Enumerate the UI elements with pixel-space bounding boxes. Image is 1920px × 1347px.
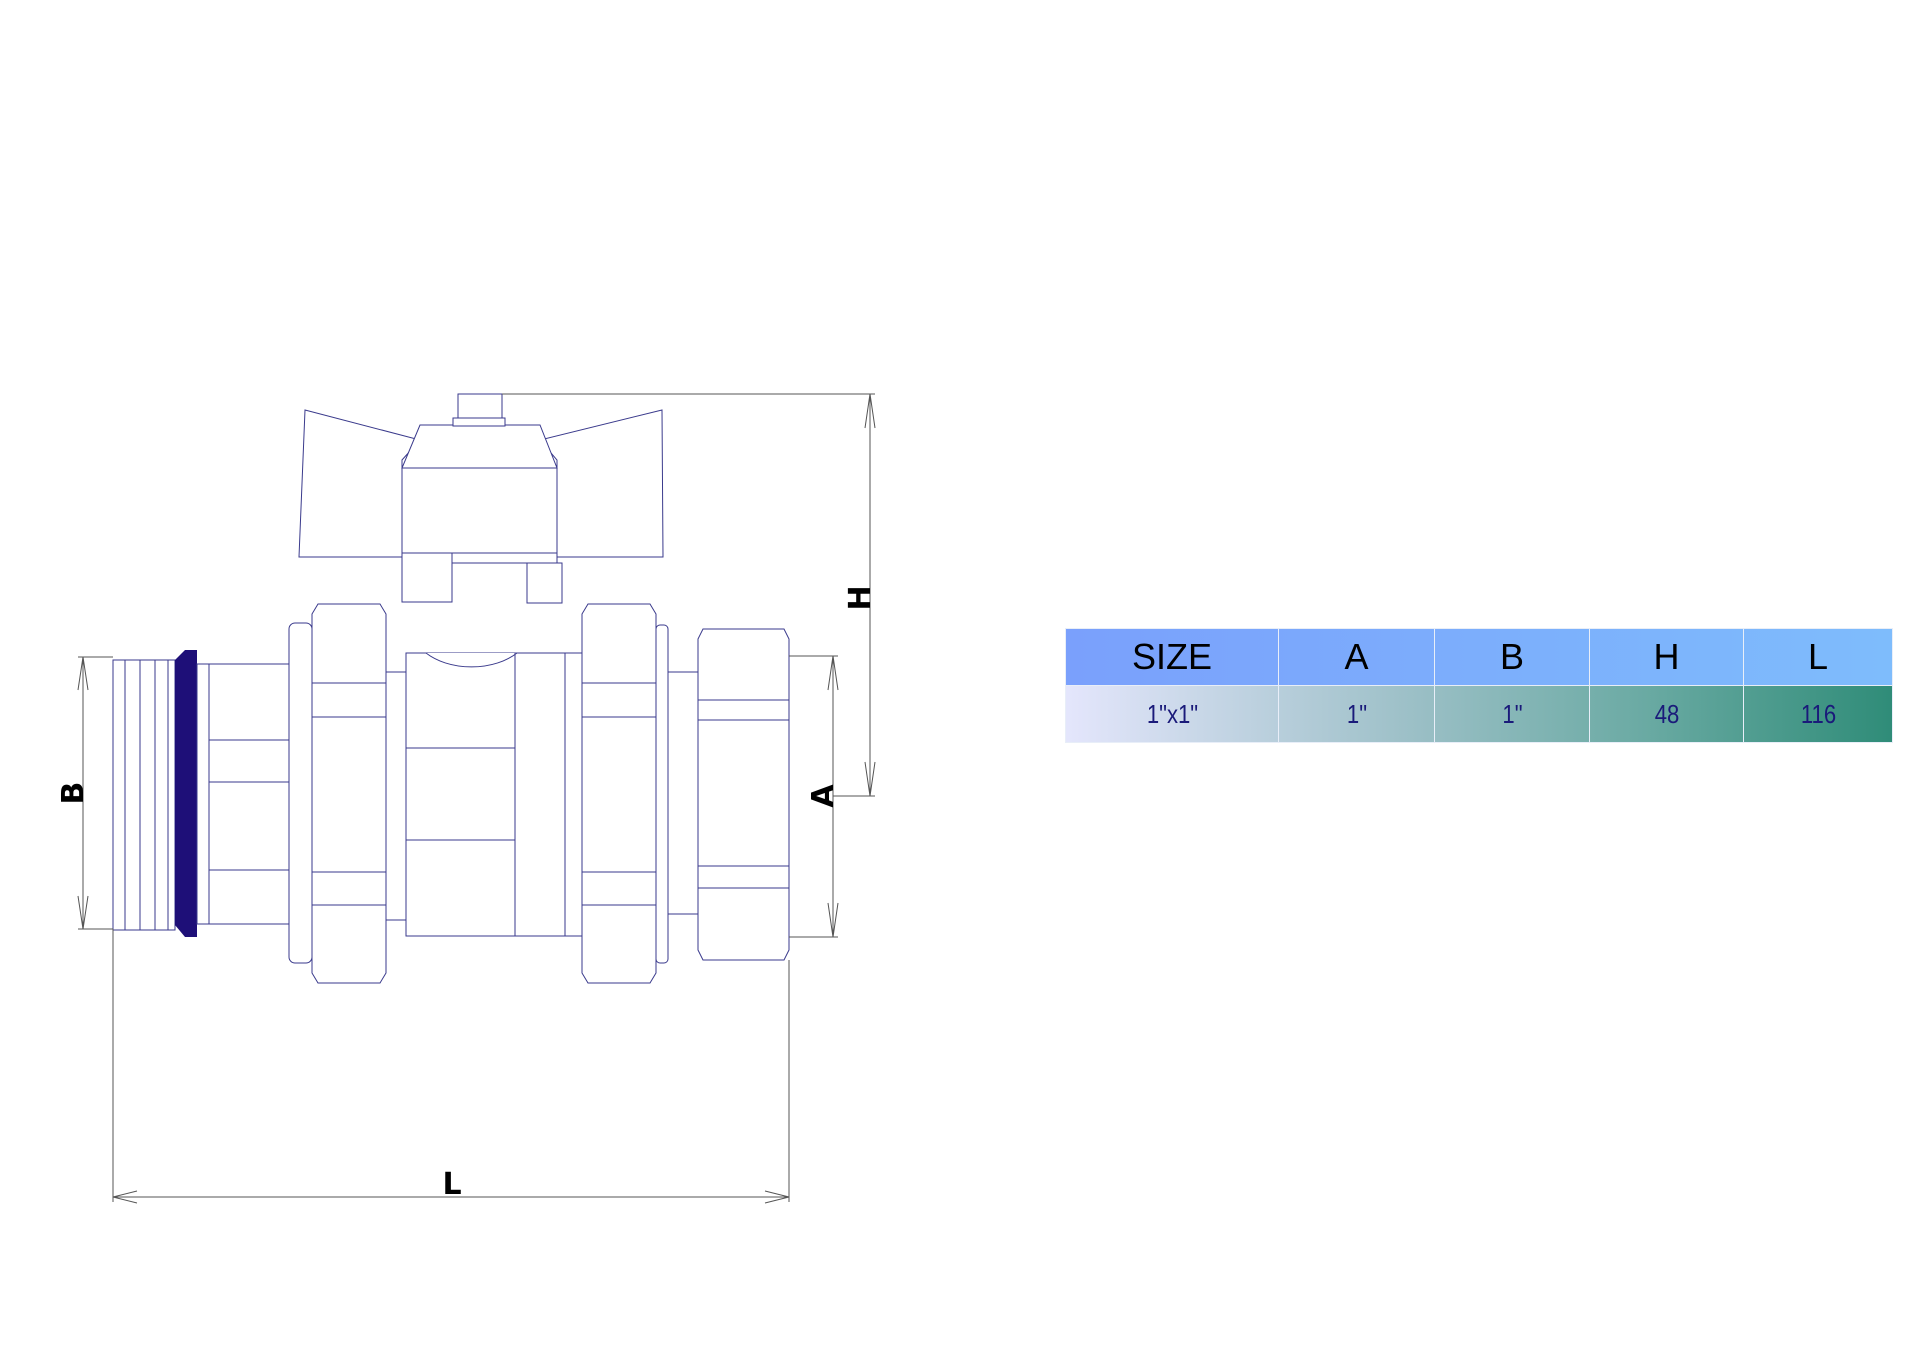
- hex-nut-right: [581, 603, 657, 984]
- dimension-label-b: B: [56, 782, 91, 805]
- flange-right: [655, 624, 669, 964]
- cell-b: 1": [1445, 685, 1579, 743]
- header-a: A: [1278, 628, 1435, 686]
- header-b: B: [1434, 628, 1590, 686]
- dimension-label-h: H: [843, 585, 878, 610]
- union-neck: [667, 671, 699, 915]
- butterfly-handle: [298, 393, 664, 604]
- union-nut: [697, 628, 790, 961]
- seal-ring: [175, 650, 197, 937]
- pipe-section: [196, 663, 210, 925]
- header-h: H: [1589, 628, 1744, 686]
- table-row: 1"x1" 1" 1" 48 116: [1065, 685, 1893, 743]
- male-thread: [112, 659, 176, 931]
- table-header-row: SIZE A B H L: [1065, 628, 1893, 686]
- pipe-tail: [208, 663, 290, 925]
- cell-size: 1"x1": [1081, 685, 1263, 743]
- dimension-b: B: [56, 656, 113, 930]
- dimension-h: H: [502, 393, 878, 797]
- flange-left: [288, 622, 313, 964]
- cell-a: 1": [1289, 685, 1424, 743]
- dimension-l: L: [112, 929, 790, 1204]
- valve-body: [385, 652, 583, 937]
- header-size: SIZE: [1065, 628, 1279, 686]
- spec-table: SIZE A B H L 1"x1" 1" 1" 48 116: [1065, 628, 1893, 743]
- dimension-label-l: L: [442, 1167, 461, 1202]
- header-l: L: [1743, 628, 1893, 686]
- hex-nut-left: [311, 603, 387, 984]
- cell-l: 116: [1754, 685, 1882, 743]
- cell-h: 48: [1600, 685, 1733, 743]
